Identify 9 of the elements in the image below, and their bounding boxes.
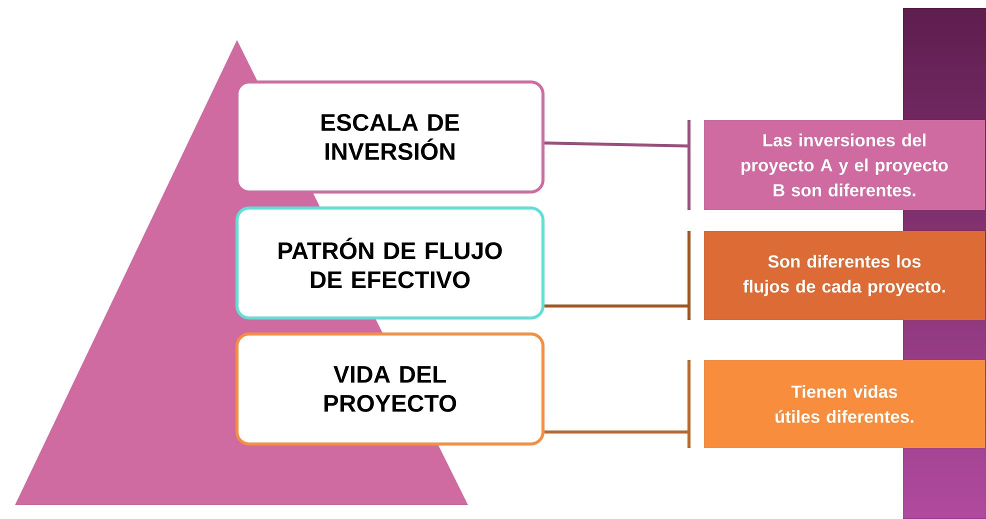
label-box: PATRÓN DE FLUJO DE EFECTIVO	[236, 206, 544, 320]
connector	[544, 142, 690, 148]
description-box: Las inversiones del proyecto A y el proyecto B son diferentes.	[704, 120, 985, 210]
label-box: ESCALA DE INVERSIÓN	[236, 80, 544, 194]
label-box: VIDA DEL PROYECTO	[236, 332, 544, 446]
connector	[544, 430, 689, 434]
description-box: Son diferentes los flujos de cada proyecto.	[704, 231, 985, 320]
description-box: Tienen vidas útiles diferentes.	[704, 360, 985, 448]
connector	[544, 304, 689, 308]
